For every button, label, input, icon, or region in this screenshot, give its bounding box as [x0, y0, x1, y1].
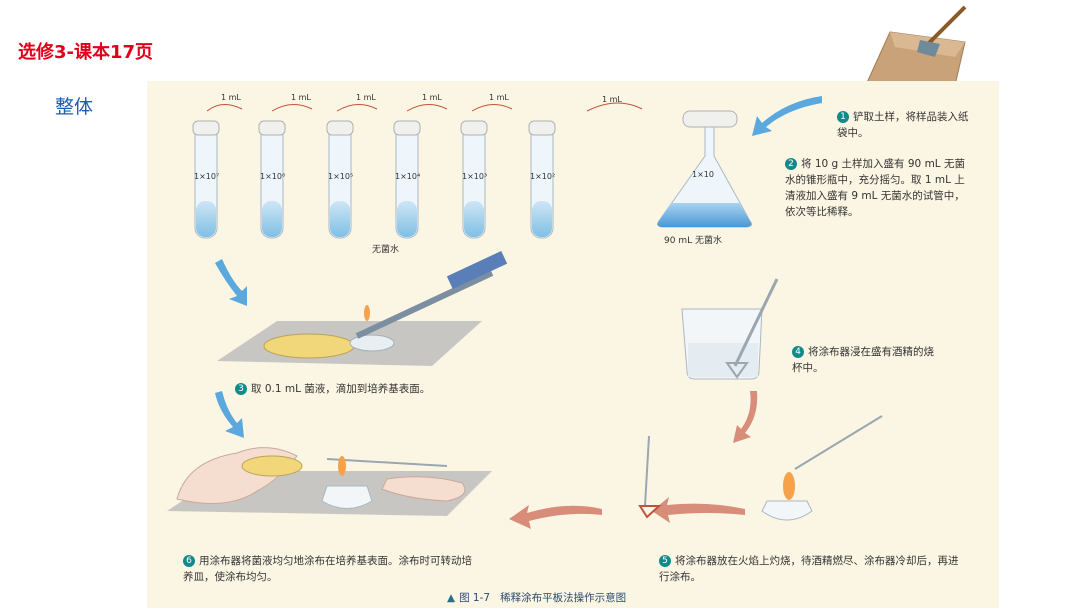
- step-badge: 1: [837, 111, 849, 123]
- step3-illustration: [217, 251, 507, 366]
- transfer-label: 1 mL: [489, 93, 509, 102]
- step-badge: 4: [792, 346, 804, 358]
- step-text: 铲取土样，将样品装入纸袋中。: [837, 111, 969, 139]
- step-badge: 3: [235, 383, 247, 395]
- transfer-label: 1 mL: [356, 93, 376, 102]
- step6-illustration: [167, 448, 492, 516]
- tube-label: 1×10⁷: [194, 172, 219, 181]
- flask-label: 1×10: [692, 170, 714, 179]
- step-badge: 5: [659, 555, 671, 567]
- transfer-label: 1 mL: [602, 95, 622, 104]
- step-3: 3 取 0.1 mL 菌液，滴加到培养基表面。: [235, 381, 495, 397]
- step-text: 将涂布器放在火焰上灼烧，待酒精燃尽、涂布器冷却后，再进行涂布。: [659, 555, 959, 583]
- tube-label: 1×10²: [530, 172, 555, 181]
- step-text: 将 10 g 土样加入盛有 90 mL 无菌水的锥形瓶中，充分摇匀。取 1 mL…: [785, 158, 965, 218]
- step-text: 用涂布器将菌液均匀地涂布在培养基表面。涂布时可转动培养皿，使涂布均匀。: [183, 555, 472, 583]
- caption-title: 稀释涂布平板法操作示意图: [500, 592, 626, 604]
- beaker-illustration: [682, 279, 777, 379]
- transfer-arrows: [207, 103, 642, 111]
- sterile-water-label: 无菌水: [372, 242, 399, 255]
- tube-label: 1×10⁶: [260, 172, 285, 181]
- tube-label: 1×10⁵: [328, 172, 353, 181]
- slide-title: 选修3-课本17页: [18, 38, 153, 64]
- tube-label: 1×10⁴: [395, 172, 420, 181]
- flask-caption: 90 mL 无菌水: [664, 233, 722, 246]
- step-badge: 2: [785, 158, 797, 170]
- transfer-label: 1 mL: [422, 93, 442, 102]
- test-tubes: [193, 121, 555, 238]
- transfer-label: 1 mL: [221, 93, 241, 102]
- caption-figure-number: 图 1-7: [459, 592, 490, 604]
- step-badge: 6: [183, 555, 195, 567]
- slide-subtitle: 整体: [55, 92, 93, 119]
- transfer-label: 1 mL: [291, 93, 311, 102]
- dilution-plating-figure: 1 mL 1 mL 1 mL 1 mL 1 mL 1 mL 1×10⁷ 1×10…: [147, 81, 999, 608]
- step-text: 取 0.1 mL 菌液，滴加到培养基表面。: [251, 383, 430, 395]
- red-arrows: [509, 391, 757, 529]
- caption-triangle-icon: ▲: [447, 592, 455, 604]
- erlenmeyer-flask: [658, 111, 752, 227]
- tube-label: 1×10³: [462, 172, 487, 181]
- figure-caption: ▲ 图 1-7 稀释涂布平板法操作示意图: [447, 590, 626, 605]
- step-text: 将涂布器浸在盛有酒精的烧杯中。: [792, 346, 934, 374]
